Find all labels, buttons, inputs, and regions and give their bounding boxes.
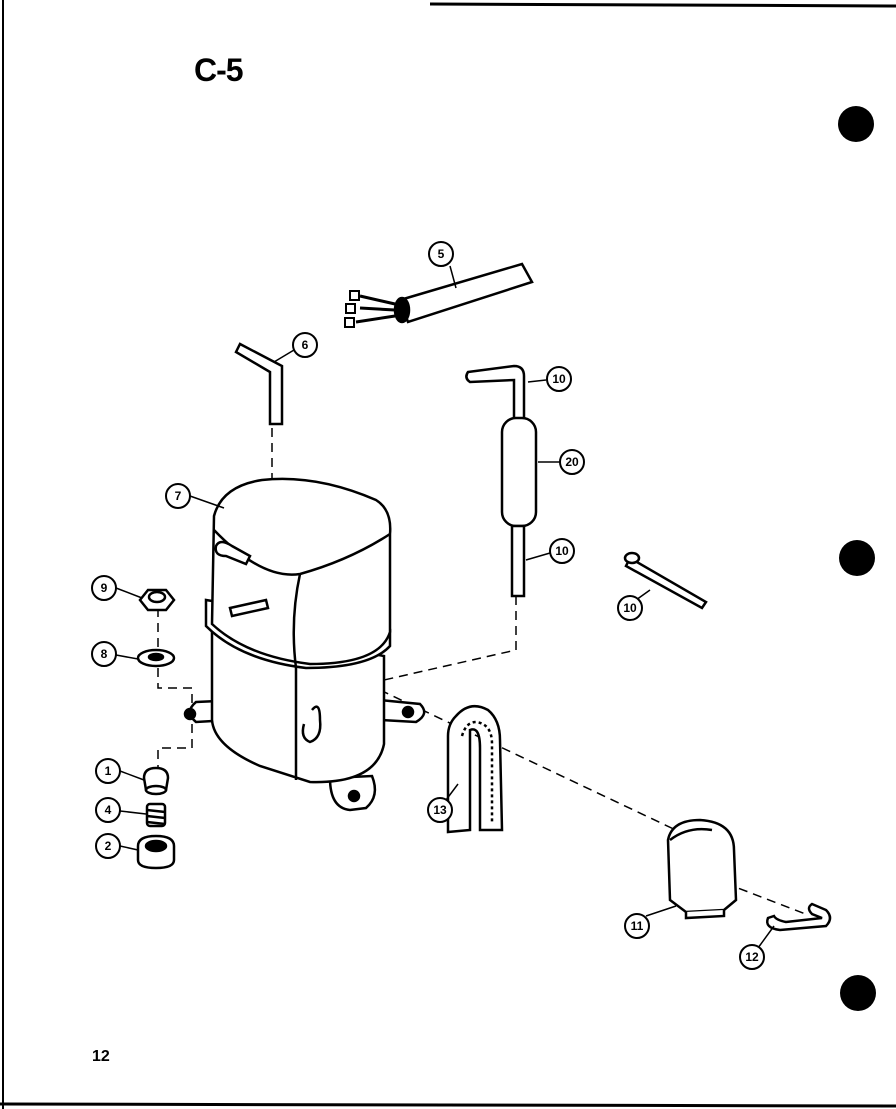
callout-9: 9 [91,575,117,601]
tube-pin-part [623,551,708,610]
callout-8-label: 8 [101,647,108,661]
gasket-part [446,704,504,834]
callout-5: 5 [428,241,454,267]
callout-13-label: 13 [433,803,447,817]
callout-9-label: 9 [101,581,108,595]
page-bottom-edge [0,1102,896,1108]
callout-2-label: 2 [105,839,112,853]
callout-7-label: 7 [175,489,182,503]
callout-12: 12 [739,944,765,970]
grommet-part [142,766,170,796]
terminal-cover-part [666,818,738,920]
callout-10-top: 10 [546,366,572,392]
power-cord-part [344,262,534,328]
callout-6: 6 [292,332,318,358]
page-number: 12 [92,1048,110,1065]
callout-12-label: 12 [745,950,759,964]
mounting-nut-part [138,588,176,612]
binder-hole-top [838,106,874,142]
callout-11: 11 [624,913,650,939]
filter-drier-part [500,416,538,598]
callout-10-middle-label: 10 [555,544,569,558]
callout-7: 7 [165,483,191,509]
callout-6-label: 6 [302,338,309,352]
callout-1: 1 [95,758,121,784]
callout-13: 13 [427,797,453,823]
callout-2: 2 [95,833,121,859]
bent-tube-part [234,342,284,426]
sleeve-part [136,834,176,870]
page-top-edge [429,2,896,8]
upper-tube-part [465,364,526,422]
retaining-clip-part [766,902,832,932]
callout-20: 20 [559,449,585,475]
callout-10-middle: 10 [549,538,575,564]
callout-20-label: 20 [565,455,579,469]
compressor-part [183,477,426,812]
callout-8: 8 [91,641,117,667]
binder-hole-middle [839,540,875,576]
binder-hole-bottom [840,975,876,1011]
callout-leaders [115,265,775,949]
washer-part [136,648,176,668]
callout-11-label: 11 [631,919,644,933]
callout-10-right: 10 [617,595,643,621]
diagram-title: C-5 [194,52,244,88]
callout-4-label: 4 [105,803,112,817]
spring-part [145,802,167,828]
callout-5-label: 5 [438,247,445,261]
callout-10-top-label: 10 [552,372,566,386]
callout-1-label: 1 [105,764,112,778]
callout-4: 4 [95,797,121,823]
callout-10-right-label: 10 [623,601,637,615]
